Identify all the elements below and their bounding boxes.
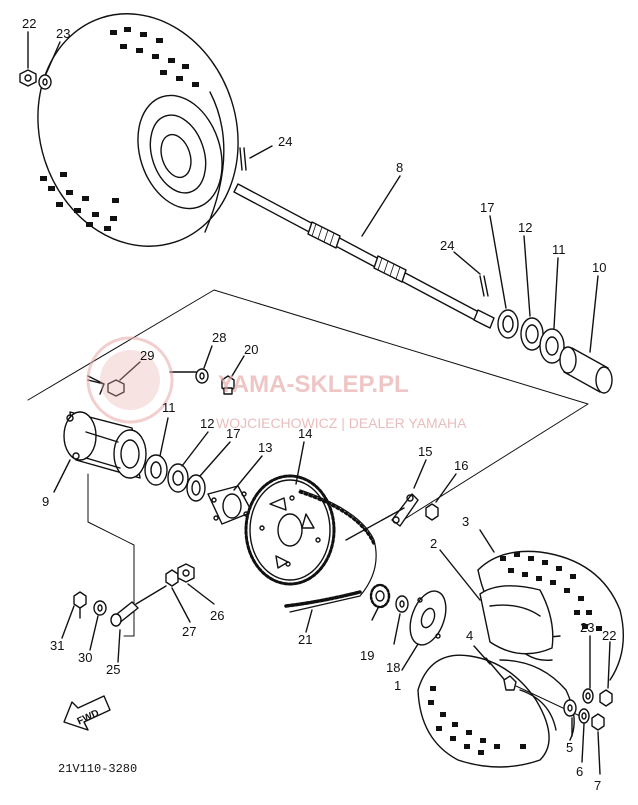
label-21: 21 <box>298 632 312 647</box>
bearing-11-top <box>539 328 565 364</box>
watermark-subtitle: WOJCIECHOWICZ | DEALER YAMAHA <box>216 415 467 431</box>
bearing-11-lower <box>144 454 168 486</box>
washer-28 <box>195 368 209 384</box>
label-30: 30 <box>78 650 92 665</box>
bearing-housing-9 <box>63 411 147 479</box>
drive-chain-21 <box>284 489 377 613</box>
oil-seal-17-lower <box>186 474 206 502</box>
drive-sprocket-19 <box>369 583 391 609</box>
bolt-29 <box>87 375 125 397</box>
diagram-code: 21V110-3280 <box>58 762 137 776</box>
label-24-right: 24 <box>440 238 454 253</box>
washer-6 <box>578 708 590 724</box>
label-17-lower: 17 <box>226 426 240 441</box>
wheel-tire-lower <box>417 654 575 768</box>
label-26: 26 <box>210 608 224 623</box>
label-12-top: 12 <box>518 220 532 235</box>
label-7: 7 <box>594 778 601 793</box>
label-2: 2 <box>430 536 437 551</box>
label-15: 15 <box>418 444 432 459</box>
washer-30 <box>93 600 107 616</box>
collar-10 <box>559 346 613 394</box>
label-29: 29 <box>140 348 154 363</box>
label-19: 19 <box>360 648 374 663</box>
label-13: 13 <box>258 440 272 455</box>
brake-disc-1 <box>409 590 447 646</box>
part-labels: 22 23 24 8 17 12 11 10 24 28 29 20 11 12… <box>22 16 616 793</box>
label-3: 3 <box>462 514 469 529</box>
label-4: 4 <box>466 628 473 643</box>
nut-7 <box>591 713 605 731</box>
bearing-12-lower <box>167 463 189 493</box>
label-5: 5 <box>566 740 573 755</box>
label-27: 27 <box>182 624 196 639</box>
bolt-4 <box>485 657 517 691</box>
label-20: 20 <box>244 342 258 357</box>
label-25: 25 <box>106 662 120 677</box>
rear-axle <box>233 183 495 329</box>
washer-18 <box>395 595 409 613</box>
nut-22-top <box>19 69 37 87</box>
washer-23-top <box>38 74 52 90</box>
pin-24-right <box>479 275 489 297</box>
washer-23-bottom <box>582 688 594 704</box>
adjust-bolt-25 <box>110 585 167 627</box>
label-8: 8 <box>396 160 403 175</box>
chain-puller-15 <box>391 493 419 527</box>
nut-27 <box>165 569 179 587</box>
assembly-panel-outline <box>27 289 589 523</box>
bolt-20 <box>221 375 235 395</box>
label-23-top: 23 <box>56 26 70 41</box>
label-22-top: 22 <box>22 16 36 31</box>
label-31: 31 <box>50 638 64 653</box>
label-1: 1 <box>394 678 401 693</box>
label-16: 16 <box>454 458 468 473</box>
nut-22-bottom <box>599 689 613 707</box>
rear-wheel-left <box>37 13 239 247</box>
label-17-top: 17 <box>480 200 494 215</box>
pin-24-top <box>239 147 247 171</box>
label-10: 10 <box>592 260 606 275</box>
wheel-rim-2 <box>479 585 554 655</box>
label-22-bottom: 22 <box>602 628 616 643</box>
label-18: 18 <box>386 660 400 675</box>
label-12-lower: 12 <box>200 416 214 431</box>
label-23-bottom: 23 <box>580 620 594 635</box>
label-14: 14 <box>298 426 312 441</box>
label-24-top: 24 <box>278 134 292 149</box>
washer-5 <box>563 699 577 717</box>
label-9: 9 <box>42 494 49 509</box>
label-11-lower: 11 <box>162 400 176 415</box>
oil-seal-17-top <box>497 309 519 339</box>
label-6: 6 <box>576 764 583 779</box>
sprocket-hub-13 <box>207 485 253 525</box>
nut-26 <box>177 563 195 583</box>
label-28: 28 <box>212 330 226 345</box>
rear-sprocket-14 <box>244 474 336 586</box>
watermark: YAMA-SKLEP.PL WOJCIECHOWICZ | DEALER YAM… <box>86 336 467 431</box>
label-11-top: 11 <box>552 242 566 257</box>
bolt-16 <box>425 503 439 521</box>
watermark-title: YAMA-SKLEP.PL <box>218 371 409 398</box>
bolt-31 <box>73 591 87 619</box>
forward-arrow-icon <box>63 695 111 731</box>
